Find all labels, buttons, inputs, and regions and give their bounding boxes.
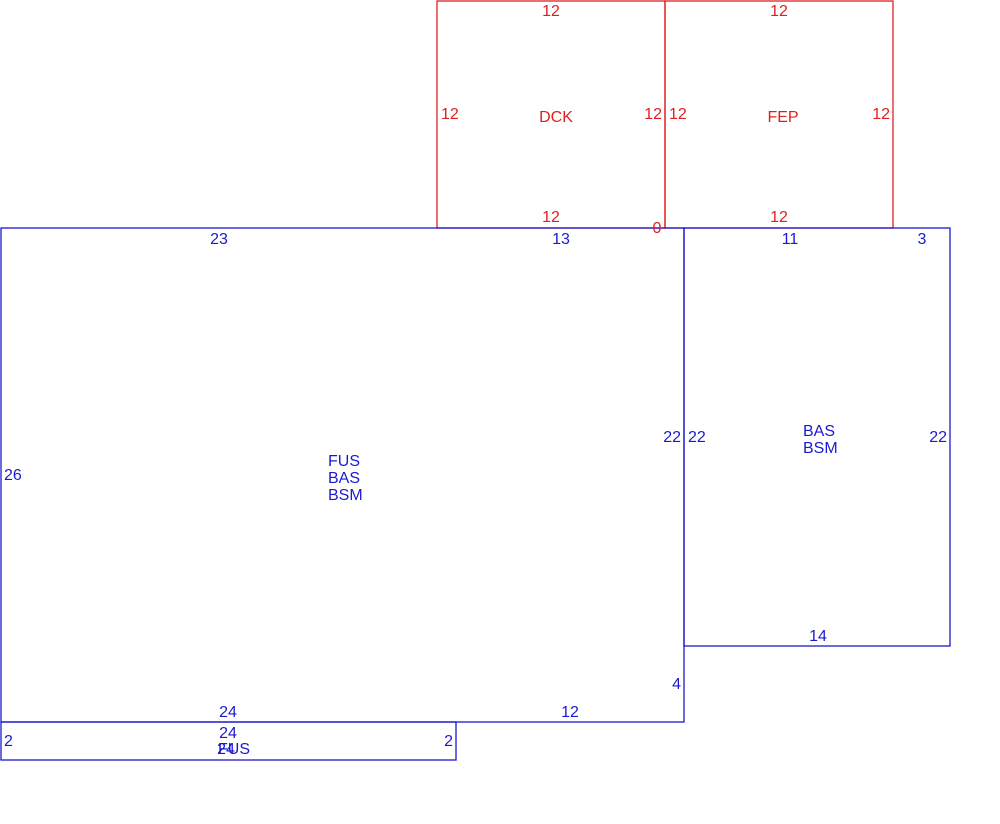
main-label-line-3: BSM	[328, 487, 363, 504]
dck-right-dimension: 12	[644, 106, 662, 123]
dck-top-dimension: 12	[542, 3, 560, 20]
main-right-dimension: 22	[663, 429, 681, 446]
upper-areas	[436, 0, 894, 229]
junction-dimension: 0	[653, 220, 662, 237]
fep-right-dimension: 12	[872, 106, 890, 123]
main-top-dimension-b: 13	[552, 231, 570, 248]
main-label-line-2: BAS	[328, 470, 360, 487]
side-top-dimension-a: 11	[782, 231, 799, 248]
main-top-dimension-a: 23	[210, 231, 228, 248]
side-right-dimension: 22	[929, 429, 947, 446]
side-area-labels: 11 3 22 22 BAS BSM 14	[688, 231, 947, 645]
main-right-lower-dimension: 4	[672, 676, 681, 693]
main-label-line-1: FUS	[328, 453, 360, 470]
fep-name-label: FEP	[767, 109, 798, 126]
strip-left-dimension: 2	[4, 733, 13, 750]
strip-right-dimension: 2	[444, 733, 453, 750]
main-bottom-dimension-a: 24	[219, 704, 237, 721]
side-label-line-1: BAS	[803, 423, 835, 440]
dck-name-label: DCK	[539, 109, 573, 126]
side-bottom-dimension: 14	[809, 628, 827, 645]
side-label-line-2: BSM	[803, 440, 838, 457]
side-top-dimension-b: 3	[918, 231, 927, 248]
main-areas	[0, 227, 951, 761]
strip-area-outline	[0, 721, 457, 761]
fep-left-dimension: 12	[669, 106, 687, 123]
strip-top-dimension: 24	[219, 725, 237, 742]
dck-left-dimension: 12	[441, 106, 459, 123]
main-bottom-dimension-b: 12	[561, 704, 579, 721]
dck-bottom-dimension: 12	[542, 209, 560, 226]
strip-area-labels: 24 2 24 FUS 2	[4, 725, 453, 758]
fep-labels: 12 12 FEP 12 12 0	[653, 3, 891, 237]
fep-top-dimension: 12	[770, 3, 788, 20]
side-left-dimension: 22	[688, 429, 706, 446]
main-left-dimension: 26	[4, 467, 22, 484]
strip-bottom-dimension: 24	[217, 741, 235, 758]
side-area-outline	[683, 227, 951, 647]
dck-labels: 12 12 DCK 12 12	[441, 3, 662, 226]
strip-name-label: FUS	[218, 741, 250, 758]
fep-bottom-dimension: 12	[770, 209, 788, 226]
main-area-labels: 23 13 26 22 4 FUS BAS BSM 24 12	[4, 231, 681, 721]
